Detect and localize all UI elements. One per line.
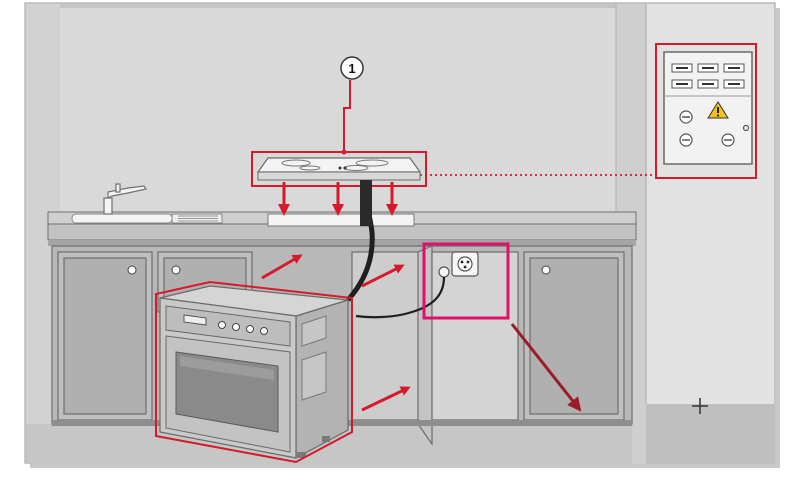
move-cursor-icon — [692, 398, 708, 414]
installation-arrows-down — [278, 182, 398, 216]
faucet — [103, 183, 147, 215]
oven-highlight — [155, 280, 353, 464]
hob-cutout — [267, 213, 415, 227]
oven — [155, 280, 353, 464]
oven-plug — [355, 266, 450, 319]
wall-socket — [451, 251, 479, 277]
cooktop-cable-sleeve — [360, 180, 372, 226]
callout-number-badge — [340, 56, 364, 80]
callout-1: 1 — [340, 56, 364, 155]
sink — [71, 213, 223, 224]
cabinet-knobs — [127, 265, 551, 275]
warning-triangle-icon — [707, 101, 729, 119]
socket-pointer-arrow — [510, 323, 582, 412]
installation-arrows-into-cabinet — [261, 254, 411, 412]
callout-number: 1 — [348, 61, 355, 76]
back-wall — [26, 4, 632, 424]
panel-highlight — [655, 43, 757, 179]
socket-highlight-box — [422, 242, 510, 320]
electrical-panel — [655, 43, 757, 179]
